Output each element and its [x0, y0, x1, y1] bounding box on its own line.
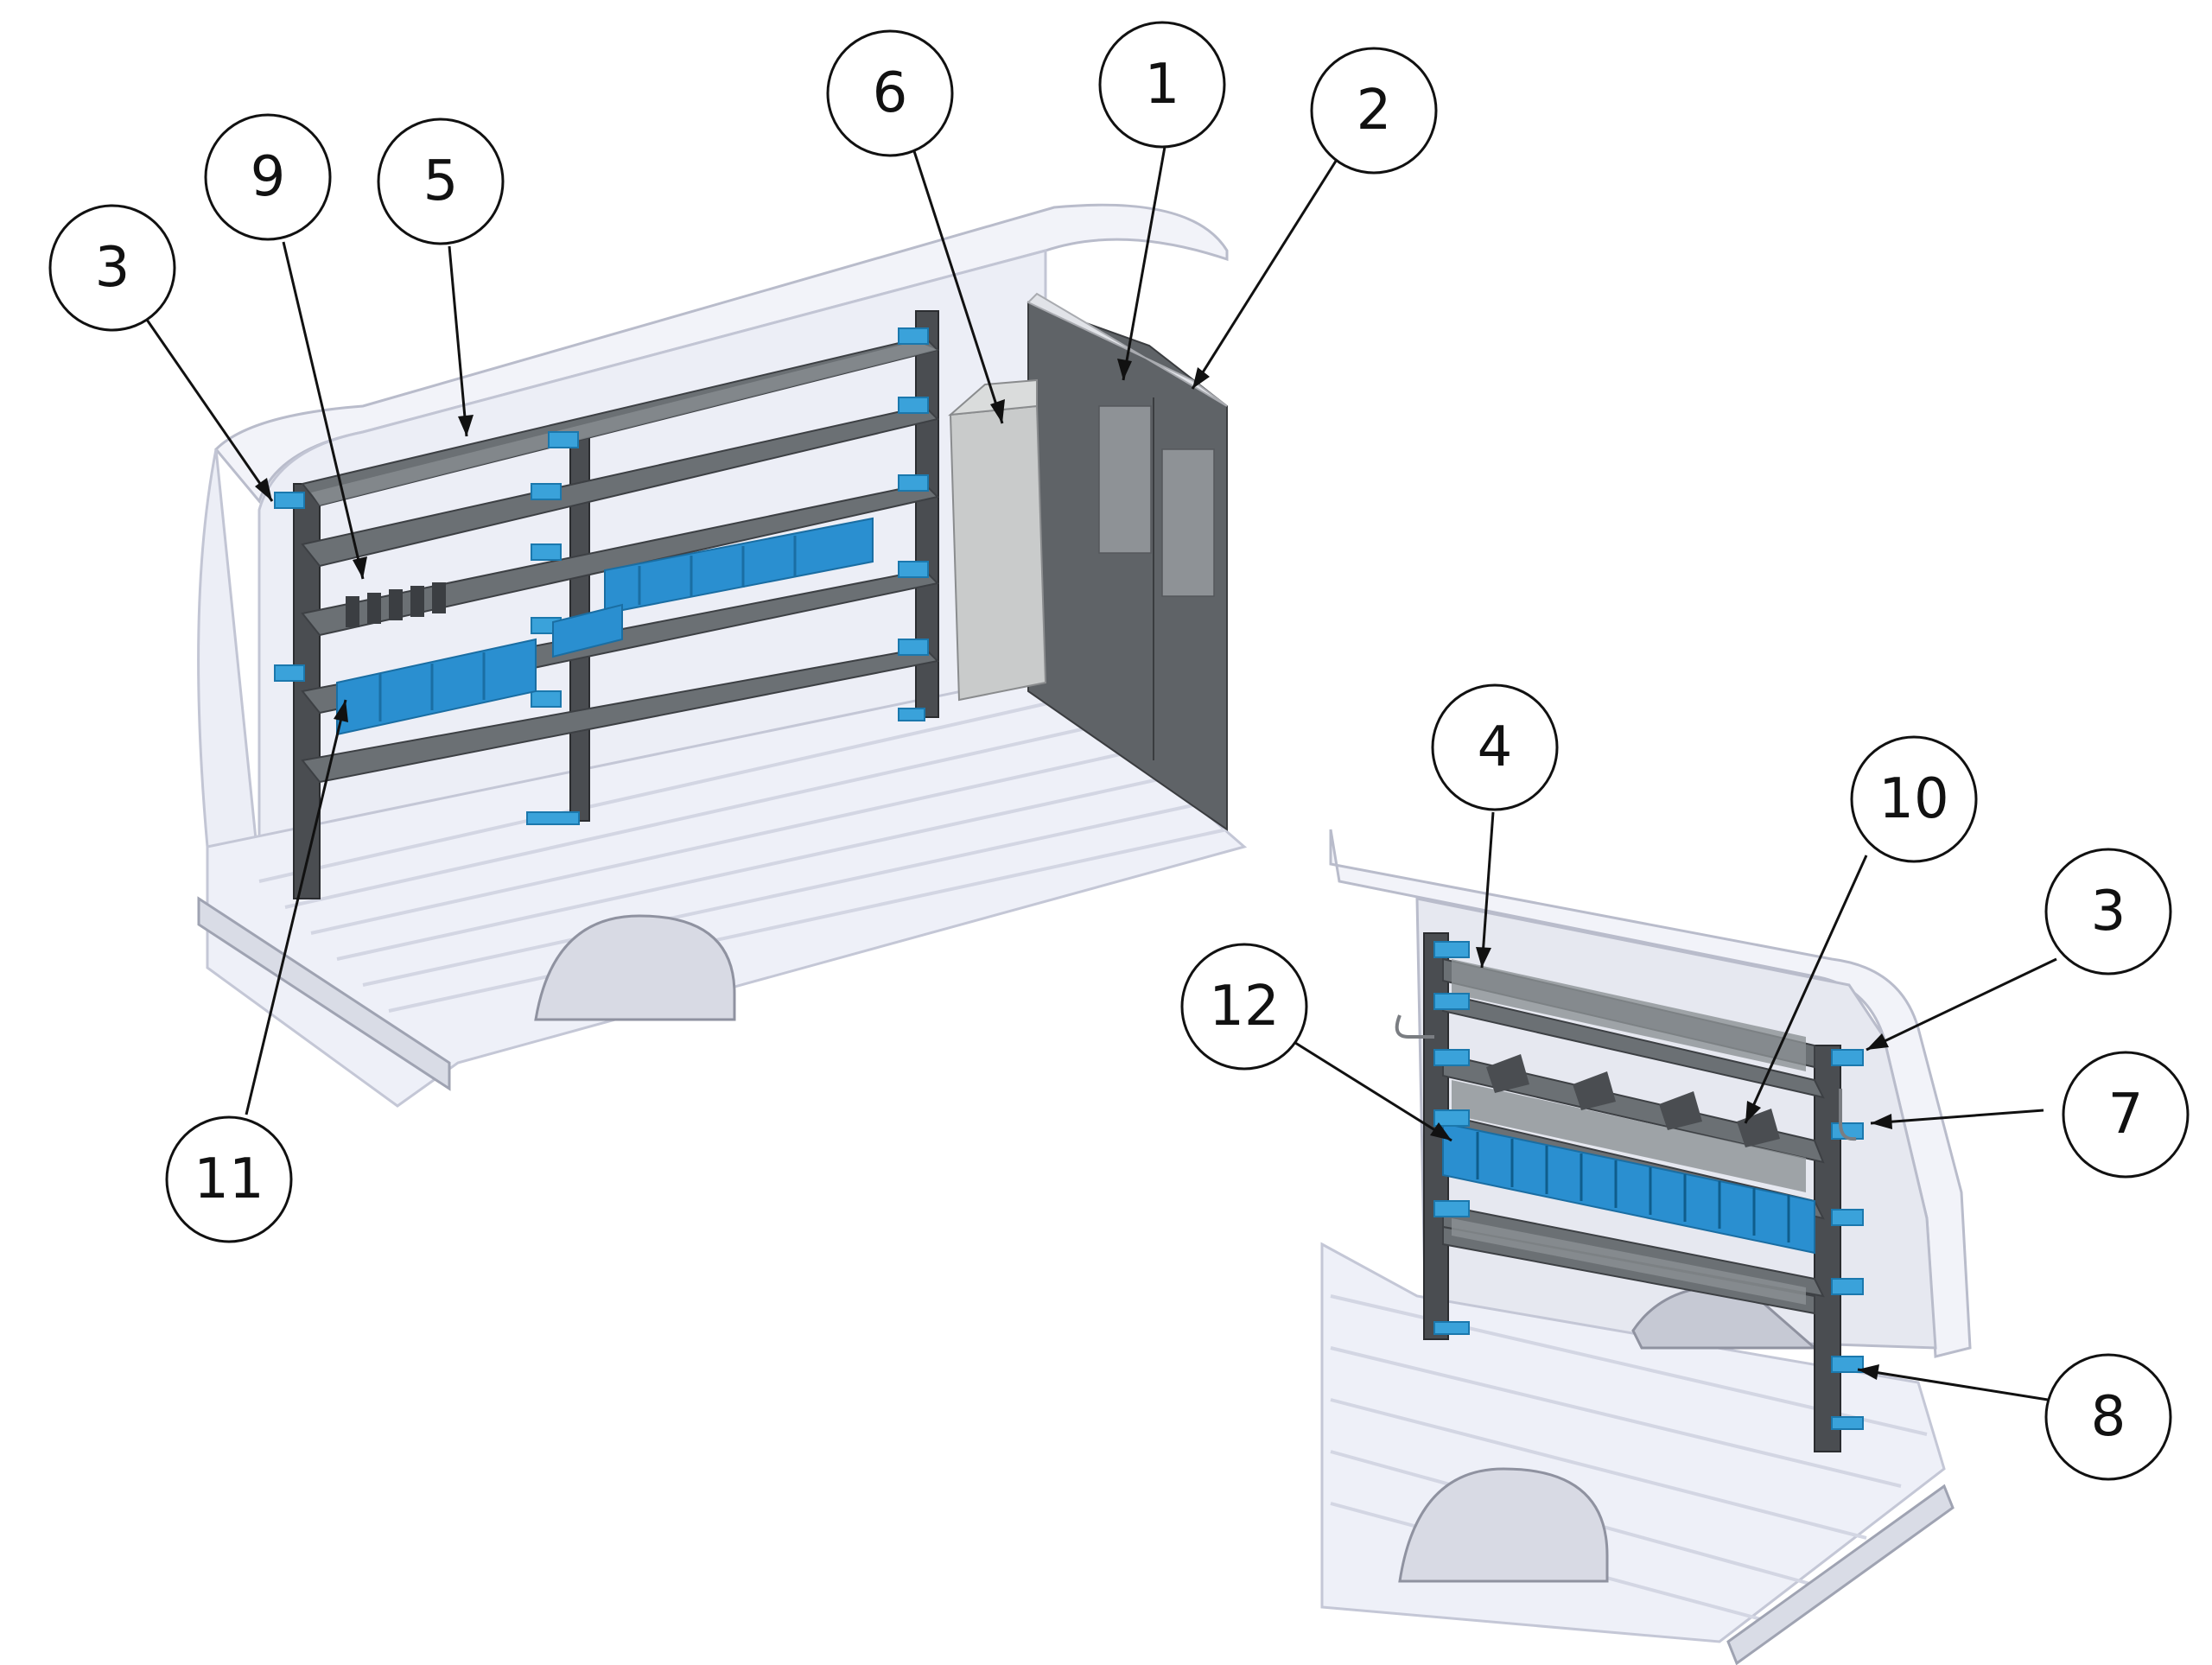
right-wheel-well	[1398, 1467, 1609, 1583]
leader-3b	[1866, 957, 2057, 1052]
callout-12-label: 12	[1209, 975, 1279, 1039]
callout-1-label: 1	[1145, 53, 1180, 117]
partition-mesh-left	[1098, 405, 1152, 554]
leader-1	[1122, 146, 1166, 381]
callout-8: 8	[2044, 1353, 2172, 1481]
leader-8	[1857, 1368, 2049, 1401]
callout-4-label: 4	[1478, 715, 1513, 779]
callout-9-label: 9	[251, 145, 286, 209]
right-hook	[1839, 1089, 1857, 1141]
right-shelving-unit	[1395, 932, 1864, 1452]
callout-2-label: 2	[1357, 79, 1392, 143]
left-shelf-deck	[311, 341, 938, 505]
right-shelf-deck-low	[1452, 1218, 1806, 1305]
callout-9: 9	[204, 113, 332, 241]
leader-lines	[145, 146, 2057, 1401]
right-van-view	[1320, 829, 1972, 1665]
callout-3-left-label: 3	[95, 236, 130, 300]
leader-5	[448, 245, 468, 437]
leader-6	[912, 150, 1004, 424]
leader-3a	[145, 319, 274, 502]
callout-7: 7	[2062, 1051, 2190, 1179]
leader-11	[245, 699, 347, 1115]
callout-3-right-label: 3	[2091, 880, 2126, 944]
callout-11: 11	[165, 1115, 293, 1243]
callout-4: 4	[1431, 683, 1559, 811]
callout-1: 1	[1098, 21, 1226, 149]
right-upright-rear	[1814, 1045, 1841, 1452]
left-dividers	[346, 582, 446, 627]
callout-11-label: 11	[194, 1147, 264, 1211]
left-van-view	[197, 203, 1248, 1108]
left-bins	[336, 517, 874, 736]
leader-4	[1480, 811, 1495, 969]
left-shelving-unit	[274, 310, 940, 899]
callout-5: 5	[377, 118, 505, 245]
right-rear-sill	[1726, 1484, 1955, 1665]
left-shelf-2	[301, 404, 939, 568]
side-cabinet	[947, 378, 1047, 702]
callout-10: 10	[1850, 735, 1978, 863]
callout-10-label: 10	[1878, 767, 1948, 831]
leader-12	[1278, 1031, 1452, 1142]
left-floor-ribs	[258, 698, 1228, 1013]
callout-6-label: 6	[873, 61, 908, 125]
right-shelf-deck-mid	[1452, 1080, 1806, 1192]
leader-2	[1191, 155, 1341, 390]
bulkhead-partition	[1027, 292, 1228, 831]
callouts: 1 2 3 5 6 9 11 4	[48, 21, 2190, 1481]
partition-mesh-right	[1161, 448, 1215, 597]
right-brackets	[1433, 941, 1864, 1430]
callout-2: 2	[1310, 47, 1438, 175]
left-shelf-5	[301, 646, 940, 784]
left-rear-sill	[197, 896, 451, 1091]
leader-9	[282, 241, 365, 580]
left-wheel-well	[534, 914, 736, 1021]
callout-12: 12	[1180, 943, 1308, 1071]
callout-3-left: 3	[48, 204, 176, 332]
callout-5-label: 5	[423, 149, 459, 213]
callout-3-right: 3	[2044, 848, 2172, 975]
right-wall-hook	[1395, 1014, 1434, 1039]
leader-7	[1870, 1109, 2044, 1125]
callout-7-label: 7	[2108, 1083, 2144, 1147]
left-brackets	[274, 327, 929, 825]
left-shelf-3	[301, 482, 939, 637]
right-shelf-deck-top	[1452, 959, 1806, 1071]
callout-6: 6	[826, 29, 954, 157]
leader-10	[1744, 855, 1868, 1124]
callout-8-label: 8	[2091, 1385, 2126, 1449]
right-bins	[1442, 1122, 1815, 1255]
